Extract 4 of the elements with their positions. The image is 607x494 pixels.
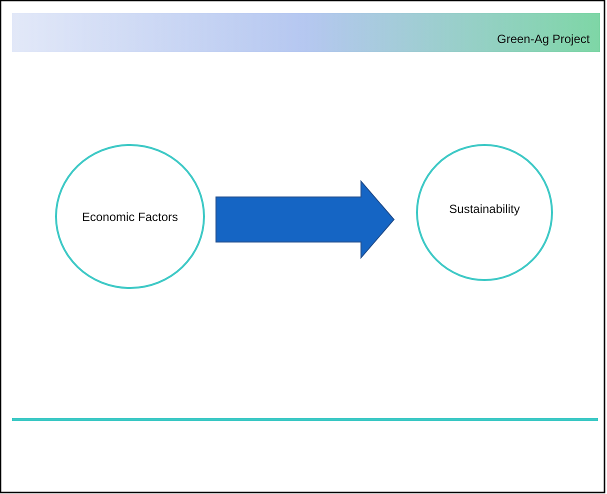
node-label: Sustainability <box>449 202 520 216</box>
node-label: Economic Factors <box>82 210 178 224</box>
header-title: Green-Ag Project <box>497 32 590 46</box>
block-arrow <box>216 180 395 260</box>
